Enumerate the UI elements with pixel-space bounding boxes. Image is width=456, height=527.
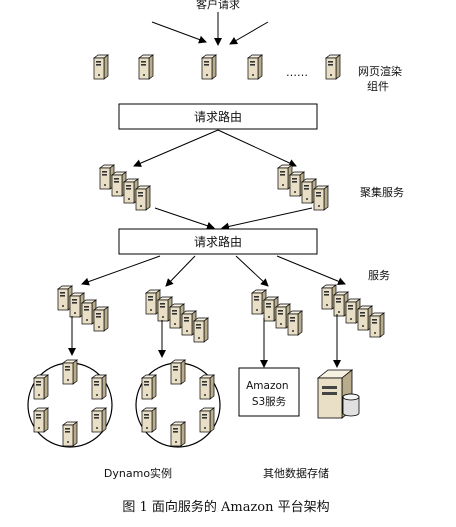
aggregation-services-label: 聚集服务 — [360, 185, 404, 199]
server-icon — [369, 312, 385, 338]
database-server-icon — [316, 369, 360, 419]
server-icon — [201, 54, 217, 80]
services-label: 服务 — [368, 269, 390, 282]
amazon-s3-label: Amazon S3服务 — [246, 380, 292, 408]
request-routing-label-mid: 请求路由 — [194, 234, 242, 249]
client-request-arrows — [151, 12, 269, 46]
request-routing-box-top — [118, 103, 318, 130]
aggregation-cluster-right — [277, 164, 329, 211]
server-icon — [287, 310, 303, 336]
client-requests-label: 客户请求 — [196, 0, 240, 11]
server-icon — [170, 359, 186, 385]
request-routing-label-top: 请求路由 — [194, 109, 242, 124]
figure-caption: 图 1 面向服务的 Amazon 平台架构 — [122, 499, 329, 515]
ellipsis: …… — [286, 66, 308, 79]
service-cluster-3 — [251, 289, 303, 336]
aggregation-arrows — [154, 207, 313, 231]
page-render-label: 网页渲染 组件 — [358, 64, 406, 93]
server-icon — [199, 407, 215, 433]
server-icon — [135, 185, 151, 211]
service-cluster-4 — [321, 284, 385, 338]
server-icon — [170, 421, 186, 447]
service-cluster-1 — [57, 285, 109, 332]
storage-arrows — [68, 314, 341, 368]
dynamo-ring-2 — [135, 359, 221, 448]
server-icon — [93, 54, 109, 80]
server-icon — [33, 407, 49, 433]
server-icon — [138, 54, 154, 80]
server-icon — [193, 317, 209, 343]
other-storage-label: 其他数据存储 — [263, 466, 329, 480]
dynamo-ring-1 — [27, 359, 113, 448]
server-icon — [91, 374, 107, 400]
server-icon — [325, 54, 341, 80]
server-icon — [141, 374, 157, 400]
amazon-s3-box — [238, 367, 300, 417]
routing-arrows-top — [133, 129, 297, 167]
server-icon — [62, 421, 78, 447]
server-icon — [91, 407, 107, 433]
server-icon — [93, 306, 109, 332]
server-icon — [199, 374, 215, 400]
dynamo-instances-label: Dynamo实例 — [104, 466, 172, 480]
server-icon — [247, 54, 263, 80]
routing-arrows-mid — [81, 255, 346, 287]
request-routing-box-mid — [118, 228, 318, 255]
aggregation-cluster-left — [99, 164, 151, 211]
server-icon — [62, 359, 78, 385]
server-icon — [313, 185, 329, 211]
server-icon — [141, 407, 157, 433]
server-icon — [33, 374, 49, 400]
service-cluster-2 — [145, 289, 209, 343]
